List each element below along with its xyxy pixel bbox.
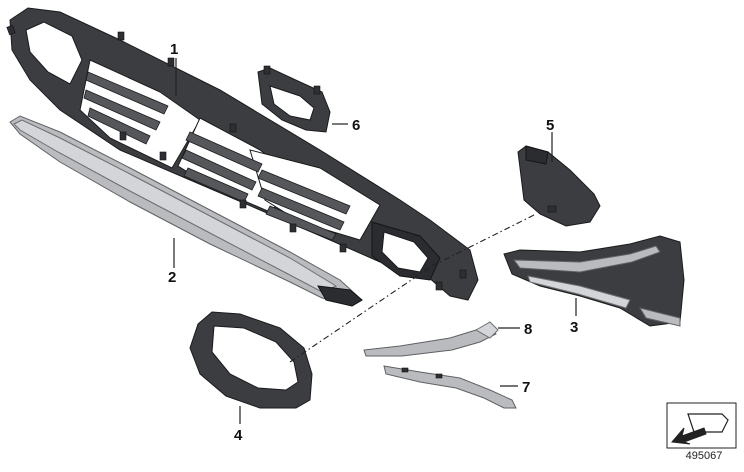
callout-3: 3 bbox=[570, 319, 578, 336]
reference-number: 495067 bbox=[685, 450, 723, 462]
callout-7: 7 bbox=[522, 379, 530, 396]
assembly-line-4 bbox=[289, 265, 433, 363]
callout-6: 6 bbox=[352, 117, 360, 134]
reference-box bbox=[666, 402, 737, 449]
part-3-side-trim bbox=[503, 235, 685, 327]
callout-8: 8 bbox=[524, 321, 532, 338]
callout-1: 1 bbox=[170, 41, 178, 58]
part-4-fog-surround bbox=[189, 311, 313, 409]
part-7-trim-strip bbox=[383, 365, 517, 409]
callout-2: 2 bbox=[168, 269, 176, 286]
part-1-lower-grille bbox=[6, 7, 479, 301]
direction-arrow-icon bbox=[671, 413, 729, 445]
part-5-duct-bracket bbox=[517, 145, 601, 227]
callout-5: 5 bbox=[546, 117, 554, 134]
part-6-bracket bbox=[257, 65, 331, 133]
part-8-chrome-trim bbox=[363, 321, 499, 357]
part-2-trim-strip bbox=[9, 115, 363, 307]
assembly-line-3 bbox=[431, 213, 537, 267]
callout-4: 4 bbox=[234, 427, 243, 444]
